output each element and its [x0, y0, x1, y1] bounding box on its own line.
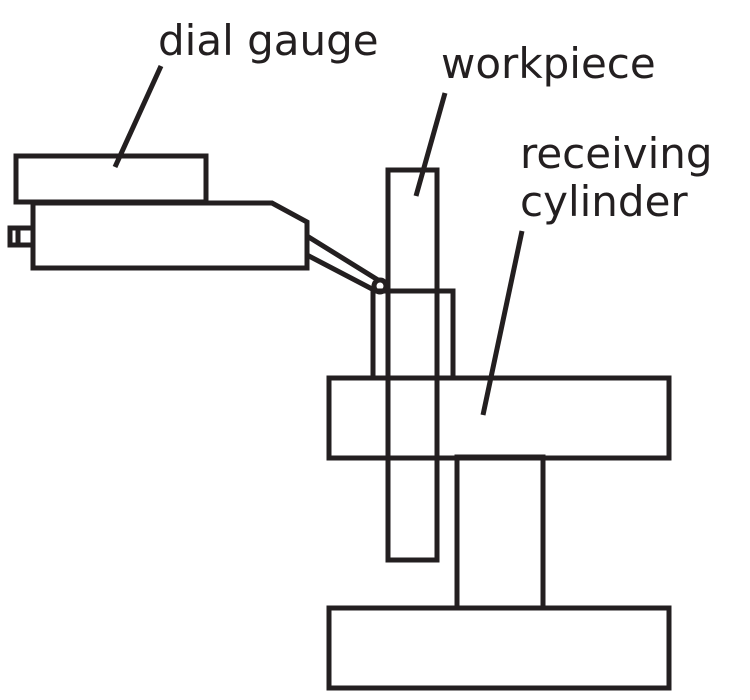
workpiece-rod [385, 167, 440, 563]
leader-receiving-cylinder [480, 230, 525, 416]
dial-gauge-stem [7, 225, 33, 248]
label-workpiece: workpiece [441, 39, 656, 88]
label-receiving-cylinder-line1: receiving [520, 129, 713, 178]
dial-gauge-body [30, 200, 310, 271]
leader-dial-gauge [112, 64, 164, 169]
cylinder-hub [370, 288, 456, 381]
dial-gauge-probe-arm [305, 233, 380, 293]
base-plate [326, 605, 672, 691]
label-dial-gauge: dial gauge [158, 16, 379, 65]
support-column [454, 454, 546, 611]
label-receiving-cylinder-line2: cylinder [520, 177, 688, 226]
receiving-cylinder-plate [326, 375, 672, 461]
dial-gauge-knurl [13, 153, 209, 205]
probe-tip [371, 277, 389, 295]
leader-workpiece [413, 92, 448, 197]
